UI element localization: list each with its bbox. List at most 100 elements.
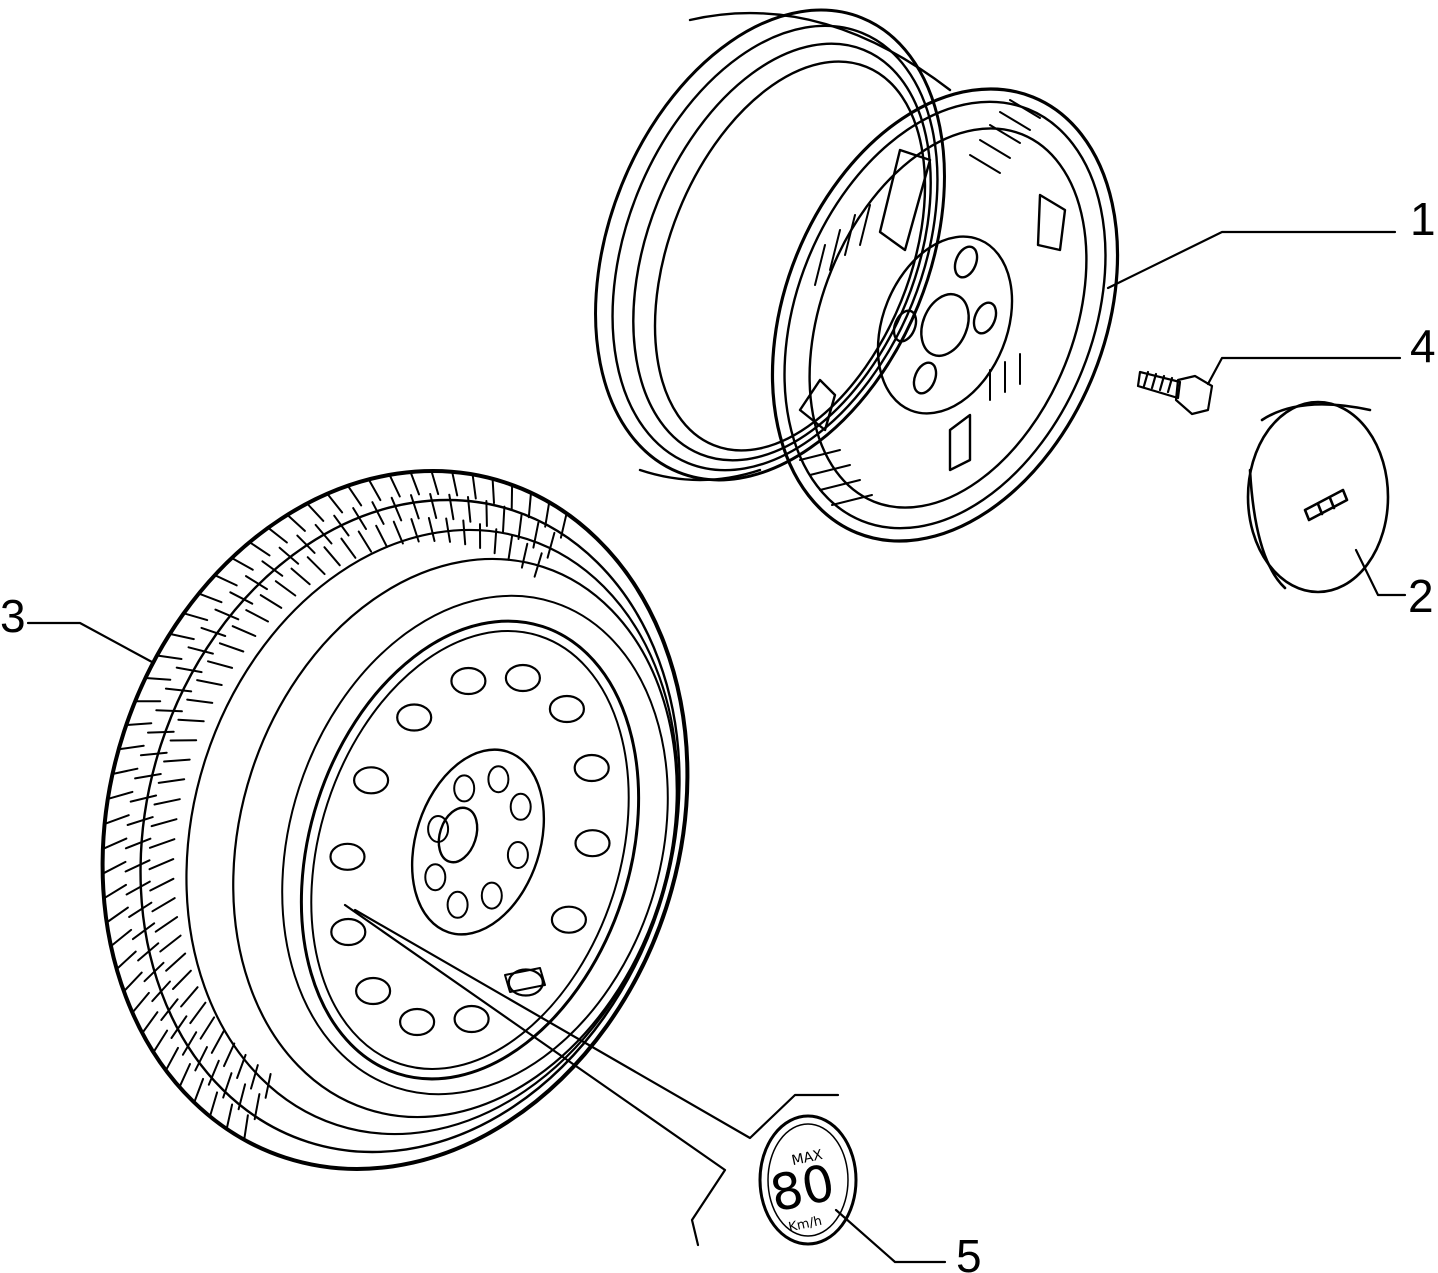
tread-block-line <box>150 818 178 828</box>
hub-nut <box>506 841 529 869</box>
steel-rim <box>594 8 1120 543</box>
rim-vent-hole <box>396 703 433 732</box>
hub-nut <box>453 774 476 803</box>
tread-block-line <box>111 767 139 775</box>
tread-block-line <box>357 530 373 553</box>
tread-block-line <box>467 496 472 523</box>
rim-vent-hole <box>353 766 390 795</box>
tread-block-line <box>181 1031 198 1056</box>
sticker-max-text: MAX <box>790 1147 824 1169</box>
tread-block-line <box>546 531 556 559</box>
tread-block-line <box>286 513 306 532</box>
tread-block-line <box>151 980 171 1003</box>
rim-vent-hole <box>450 666 487 696</box>
tread-block-line <box>236 1053 247 1079</box>
tread-block-line <box>306 502 325 522</box>
callout-3: 3 <box>0 590 26 642</box>
tread-block-line <box>153 798 181 806</box>
leader-lines <box>26 230 1407 1264</box>
tread-block-line <box>117 744 145 751</box>
rim-vent-hole <box>550 905 588 934</box>
tread-block-line <box>172 969 192 990</box>
tread-block-line <box>149 877 175 892</box>
tread-block-line <box>430 470 440 496</box>
tread-block-line <box>314 523 333 545</box>
tread-block-line <box>218 642 245 653</box>
tread-block-line <box>248 541 271 557</box>
rim-vent-hole <box>507 968 544 997</box>
rim-vent-hole <box>504 663 542 693</box>
tread-block-line <box>164 687 193 693</box>
tread-block-line <box>194 1046 208 1072</box>
tread-block-line <box>182 612 209 622</box>
tread-block-line <box>122 971 143 993</box>
tread-block-line <box>101 837 128 850</box>
tread-block-line <box>103 814 130 825</box>
tread-block-line <box>180 986 199 1008</box>
tread-block-line <box>231 625 257 637</box>
tread-block-line <box>225 1103 234 1130</box>
rim-vent-hole <box>574 829 611 858</box>
tread-block-line <box>143 961 165 983</box>
speed-limit-sticker: MAX 80 Km/h <box>758 1114 858 1246</box>
tread-block-line <box>502 505 506 533</box>
tread-block-line <box>388 473 401 498</box>
tread-block-line <box>392 520 404 545</box>
tread-block-line <box>264 1073 272 1099</box>
tread-block-line <box>267 526 288 544</box>
callout-5: 5 <box>956 1230 982 1273</box>
tread-block-line <box>427 517 436 542</box>
tread-block-line <box>177 718 205 723</box>
hub-nut <box>424 863 447 892</box>
tread-block-line <box>124 859 151 873</box>
tread-block-line <box>559 512 568 539</box>
tread-block-line <box>151 897 176 913</box>
tread-block-line <box>187 646 214 655</box>
tread-block-line <box>507 534 514 561</box>
tread-block-line <box>103 883 127 900</box>
tread-block-line <box>157 778 186 784</box>
tread-block-line <box>367 478 382 502</box>
tread-block-line <box>306 556 326 576</box>
tread-block-line <box>175 666 203 674</box>
tread-block-line <box>390 496 403 522</box>
tread-block-line <box>491 477 495 505</box>
tread-block-line <box>243 1114 249 1141</box>
tread-block-line <box>124 837 152 850</box>
tread-block-line <box>178 1063 191 1089</box>
hub-nut <box>446 890 469 919</box>
tread-block-line <box>352 507 367 530</box>
tread-block-line <box>250 1064 259 1090</box>
tread-block-line <box>207 1059 220 1086</box>
tread-block-line <box>229 591 254 605</box>
tread-block-line <box>170 1015 188 1039</box>
tread-block-line <box>197 592 223 604</box>
tread-block-line <box>517 512 523 540</box>
tread-block-line <box>532 521 540 549</box>
tread-block-line <box>165 952 187 972</box>
tread-block-line <box>210 1030 225 1054</box>
tread-block-line <box>131 991 150 1014</box>
tread-block-line <box>213 574 238 587</box>
tread-block-line <box>137 942 160 962</box>
tread-block-line <box>245 575 268 591</box>
tread-block-line <box>186 698 214 704</box>
tread-block-line <box>125 722 153 726</box>
tread-block-line <box>207 660 234 669</box>
tread-block-line <box>147 730 175 734</box>
tread-block-line <box>156 654 183 660</box>
tread-block-line <box>471 473 477 500</box>
tread-block-line <box>101 860 127 875</box>
tread-block-line <box>259 594 283 609</box>
tread-block-line <box>296 534 316 554</box>
tread-block-line <box>134 773 162 780</box>
tread-block-line <box>451 470 459 497</box>
tread-block-line <box>164 1046 179 1072</box>
tread-block-line <box>410 518 420 543</box>
tread-block-line <box>196 679 223 686</box>
tread-block-line <box>105 906 129 924</box>
tread-block-line <box>409 471 420 496</box>
tread-block-line <box>152 1029 169 1054</box>
hub-nut <box>427 815 450 843</box>
